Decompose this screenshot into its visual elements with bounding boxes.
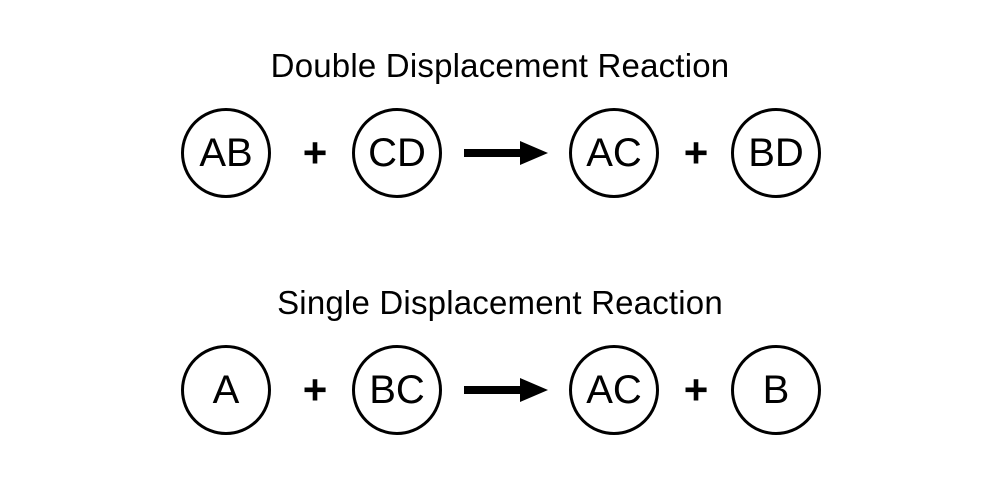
- reactant-circle-bc: BC: [352, 345, 442, 435]
- single-displacement-title: Single Displacement Reaction: [277, 284, 723, 321]
- double-displacement-title: Double Displacement Reaction: [270, 47, 730, 84]
- right-arrow-icon: [464, 141, 548, 165]
- product-circle-ac: AC: [569, 345, 659, 435]
- double-displacement-equation: AB + CD AC + BD: [0, 108, 1000, 200]
- plus-sign: +: [683, 366, 709, 413]
- product-circle-ac: AC: [569, 108, 659, 198]
- product-label: AC: [586, 131, 642, 175]
- product-circle-b: B: [731, 345, 821, 435]
- product-label: AC: [586, 368, 642, 412]
- reactant-circle-a: A: [181, 345, 271, 435]
- reactant-circle-ab: AB: [181, 108, 271, 198]
- product-label: B: [762, 368, 790, 412]
- plus-sign: +: [683, 129, 709, 176]
- product-label: BD: [748, 131, 804, 175]
- product-circle-bd: BD: [731, 108, 821, 198]
- reactant-label: A: [212, 368, 240, 412]
- reactant-label: CD: [368, 131, 426, 175]
- plus-sign: +: [302, 366, 328, 413]
- right-arrow-icon: [464, 378, 548, 402]
- reactant-label: BC: [369, 368, 425, 412]
- reactant-circle-cd: CD: [352, 108, 442, 198]
- plus-sign: +: [302, 129, 328, 176]
- single-displacement-equation: A + BC AC + B: [0, 345, 1000, 437]
- reactant-label: AB: [199, 131, 253, 175]
